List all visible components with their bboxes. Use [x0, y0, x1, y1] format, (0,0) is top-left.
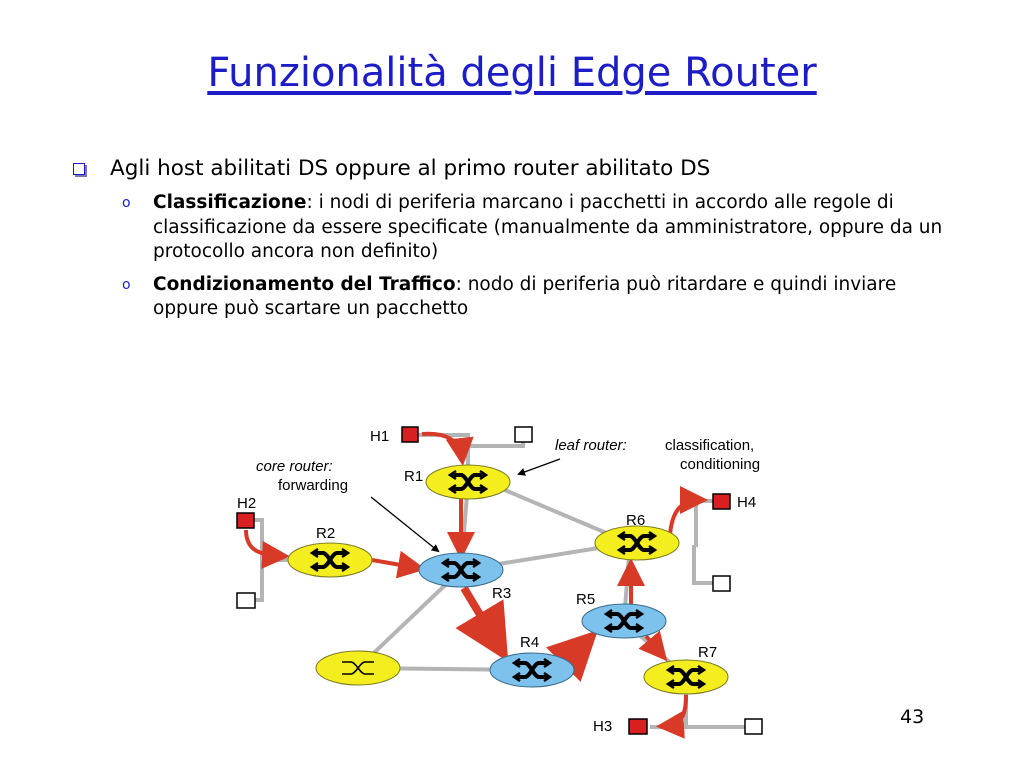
- router-r6: [594, 525, 680, 561]
- link-h2-bracket: [247, 518, 264, 602]
- flow-h2-r2: [244, 529, 290, 569]
- host-h4-icon: [712, 493, 731, 510]
- label-r5: R5: [576, 591, 595, 608]
- flow-h1-r1: [421, 431, 474, 466]
- label-h1: H1: [370, 428, 389, 445]
- label-r1: R1: [404, 468, 423, 485]
- flow-r7-h3: [656, 694, 688, 739]
- sub-bullet-text: : nodo di periferia può ritardare e quin…: [153, 273, 897, 320]
- routers: [287, 464, 729, 695]
- host-h2-icon: [236, 512, 255, 529]
- circle-bullet-icon: o: [122, 195, 131, 211]
- page-title: Funzionalità degli Edge Router: [207, 50, 817, 96]
- label-h4: H4: [737, 494, 756, 511]
- square-bullet-icon: [73, 163, 85, 175]
- router-r1: [425, 464, 511, 500]
- sub-bullet-classification: o Classificazione: i nodi di periferia m…: [70, 191, 943, 265]
- host-icon: [712, 575, 731, 592]
- label-h2: H2: [237, 495, 256, 512]
- circle-bullet-icon: o: [122, 276, 131, 293]
- router-r3: [418, 552, 504, 588]
- host-h1-icon: [401, 426, 419, 443]
- link-r7-hosts: [650, 691, 750, 729]
- page-number: 43: [900, 706, 925, 728]
- main-bullet-text: Agli host abilitati DS oppure al primo r…: [110, 156, 711, 181]
- sub-bullet-term: Classificazione: [153, 192, 307, 213]
- router-r5: [581, 603, 667, 639]
- flow-r4-r5: [545, 630, 598, 683]
- core-router-label: core router:: [256, 458, 333, 475]
- leaf-router-role2: conditioning: [680, 456, 760, 473]
- leaf-router-role: classification,: [665, 437, 754, 454]
- annotation-arrows: [370, 458, 561, 553]
- sub-bullet-term: Condizionamento del Traffico: [153, 273, 456, 295]
- label-r7: R7: [698, 644, 717, 661]
- host-h3-icon: [628, 718, 648, 735]
- label-r2: R2: [316, 525, 335, 542]
- flow-arrows: [244, 431, 708, 739]
- label-r6: R6: [626, 512, 645, 529]
- label-r3: R3: [492, 585, 511, 602]
- flow-r3-r4: [455, 585, 509, 662]
- label-r4: R4: [520, 634, 539, 651]
- link-r6-host: [692, 545, 720, 585]
- host-icon: [744, 718, 763, 735]
- label-h3: H3: [593, 718, 612, 735]
- host-icon: [236, 592, 256, 609]
- link-r3-r8: [356, 568, 463, 670]
- bullet-list: Agli host abilitati DS oppure al primo r…: [70, 155, 970, 322]
- router-r2: [287, 542, 373, 578]
- router-unlabeled: [315, 650, 401, 686]
- sub-bullet-text: : i nodi di periferia marcano i pacchett…: [153, 192, 943, 262]
- main-bullet: Agli host abilitati DS oppure al primo r…: [70, 155, 970, 183]
- router-r7: [643, 659, 729, 695]
- sub-bullet-conditioning: o Condizionamento del Traffico: nodo di …: [70, 273, 943, 322]
- flow-r2-r3: [371, 550, 426, 579]
- flow-r6-h4: [668, 486, 708, 536]
- hosts: [236, 426, 763, 735]
- router-r4: [489, 652, 575, 688]
- core-router-role: forwarding: [278, 477, 348, 494]
- flow-r5-r7: [638, 630, 668, 662]
- host-icon: [514, 426, 533, 443]
- leaf-router-label: leaf router:: [555, 437, 627, 454]
